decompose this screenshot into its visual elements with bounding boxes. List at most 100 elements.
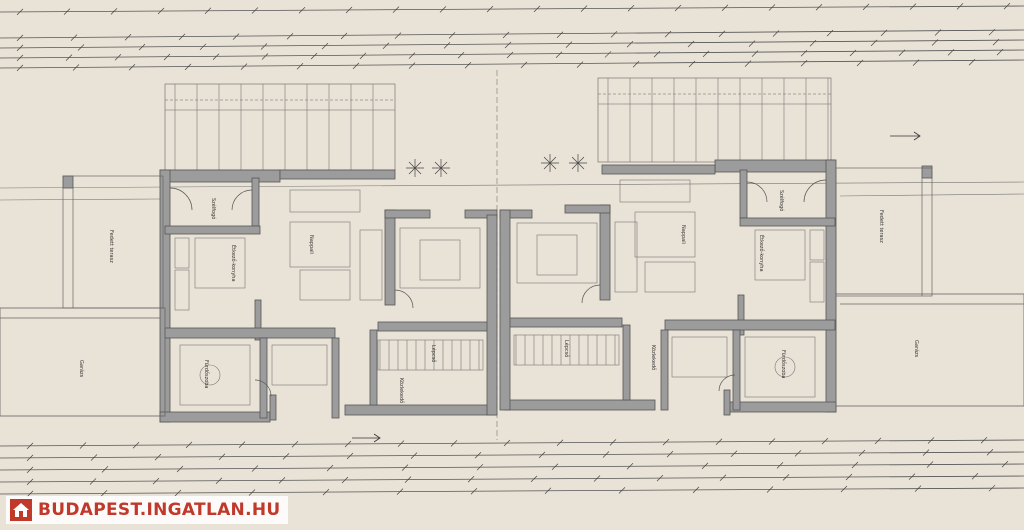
dimension-tick: [768, 438, 776, 445]
dimension-tick: [664, 30, 672, 38]
dimension-tick: [163, 53, 171, 61]
right-covered-terrace: [835, 167, 933, 297]
dimension-tick: [291, 441, 299, 448]
dimension-tick: [124, 34, 132, 41]
dimension-tick: [359, 52, 367, 60]
dimension-tick: [204, 7, 212, 15]
dimension-tick: [956, 3, 964, 10]
dimension-tick: [470, 487, 478, 495]
dimension-tick: [826, 29, 834, 37]
dimension-tick: [809, 39, 817, 47]
dimension-tick: [72, 64, 80, 71]
dimension-tick: [794, 450, 802, 457]
dimension-tick: [912, 59, 920, 66]
dimension-tick: [467, 475, 475, 483]
right-unit-walls: [499, 159, 933, 416]
dimension-tick: [26, 478, 34, 486]
dimension-tick: [408, 62, 416, 69]
dimension-tick: [914, 485, 922, 492]
dimension-tick: [101, 466, 109, 473]
left-wc-label: Szélfogó: [210, 198, 217, 219]
dimension-tick: [346, 452, 354, 460]
right-bathroom-label: Fürdőszoba: [780, 350, 786, 379]
dimension-tick: [593, 475, 601, 482]
dimension-tick: [862, 3, 870, 11]
dimension-tick: [556, 31, 564, 38]
left-garage-label: Garázs: [78, 360, 85, 378]
dimension-tick: [486, 5, 494, 13]
dimension-tick: [971, 473, 979, 480]
dimension-tick: [715, 438, 723, 446]
dimension-tick: [800, 50, 808, 57]
dimension-tick: [992, 38, 1000, 46]
dimension-tick: [851, 461, 859, 469]
dimension-tick: [701, 462, 709, 470]
dimension-tick: [185, 441, 193, 449]
dimension-tick: [157, 7, 165, 15]
dimension-tick: [609, 439, 617, 446]
dimension-tick: [632, 61, 640, 68]
dimension-tick: [282, 453, 290, 460]
dimension-tick: [748, 40, 756, 47]
dimension-tick: [988, 484, 996, 492]
dimension-tick: [16, 54, 24, 62]
right-room-labels: Garázs Fedett terasz Fürdőszoba Étkező-k…: [563, 190, 920, 379]
dimension-tick: [520, 61, 528, 69]
dimension-tick: [382, 42, 390, 49]
left-stair-label: Lépcső: [430, 345, 437, 362]
dimension-tick: [898, 49, 906, 56]
dimension-tick: [766, 486, 774, 493]
dimension-tick: [988, 28, 996, 36]
dimension-tick: [947, 49, 955, 56]
dimension-tick: [396, 488, 404, 495]
dimension-tick: [457, 52, 465, 59]
dimension-tick: [63, 8, 71, 15]
dimension-tick: [688, 60, 696, 68]
left-stair-steps: [379, 340, 480, 370]
dimension-tick: [70, 34, 78, 41]
dimension-tick: [132, 441, 140, 449]
dimension-tick: [840, 485, 848, 493]
dimension-tick: [16, 64, 24, 72]
dimension-tick: [260, 43, 268, 50]
dimension-tick: [397, 440, 405, 447]
dimension-tick: [618, 487, 626, 494]
dimension-tick: [474, 451, 482, 459]
dimension-tick: [849, 49, 857, 57]
dimension-tick: [968, 59, 976, 66]
bottom-dimension-ticks: [26, 436, 1009, 498]
dimension-tick: [464, 62, 472, 69]
dimension-tick: [692, 486, 700, 494]
dimension-tick: [565, 41, 573, 48]
dimension-tick: [555, 51, 563, 58]
dimension-tick: [922, 449, 930, 456]
dimension-tick: [576, 61, 584, 68]
dimension-tick: [448, 32, 456, 39]
left-terrace-label: Fedett terasz: [108, 230, 114, 263]
dimension-tick: [476, 463, 484, 471]
section-arrows: [352, 131, 921, 443]
dimension-tick: [439, 6, 447, 13]
dimension-tick: [394, 32, 402, 39]
right-garage-label: Garázs: [913, 340, 920, 358]
right-stair-label: Lépcső: [563, 340, 570, 357]
dimension-tick: [653, 50, 661, 58]
dimension-tick: [174, 489, 182, 497]
dimension-tick: [626, 463, 634, 470]
dimension-tick: [341, 476, 349, 484]
door-swings: [169, 179, 827, 397]
left-kitchen-label: Étkező-konyha: [230, 245, 238, 282]
dimension-tick: [506, 51, 514, 59]
left-furniture: [174, 189, 484, 406]
site-watermark: BUDAPEST.INGATLAN.HU: [6, 496, 289, 524]
dimension-tick: [666, 450, 674, 458]
dimension-tick: [870, 39, 878, 47]
dimension-tick: [931, 39, 939, 46]
dimension-tick: [89, 478, 97, 485]
dimension-tick: [128, 63, 136, 71]
dimension-tick: [410, 452, 418, 459]
right-wc-label: Szélfogó: [778, 190, 785, 211]
dimension-tick: [662, 438, 670, 446]
dimension-tick: [530, 475, 538, 483]
